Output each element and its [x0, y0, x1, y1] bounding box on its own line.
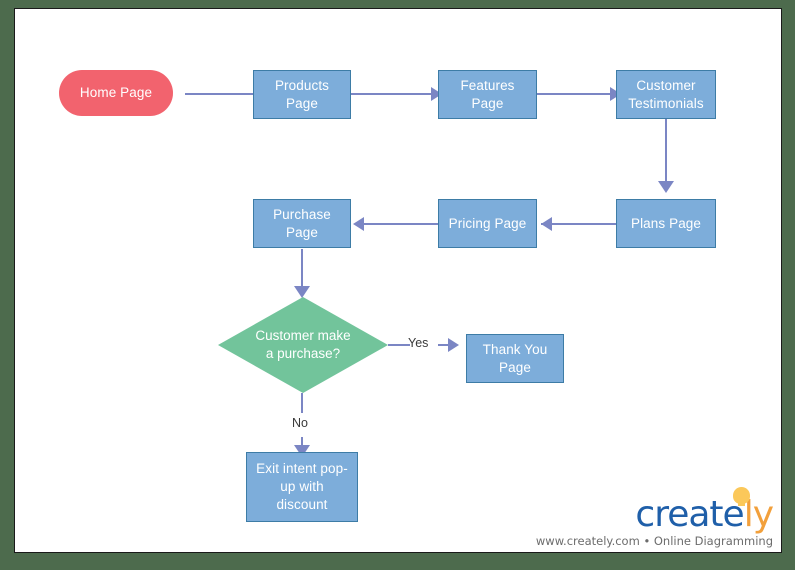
connector-decision-to-thankyou [388, 344, 410, 346]
node-purchase-page[interactable]: Purchase Page [253, 199, 351, 248]
node-home-page[interactable]: Home Page [59, 70, 173, 116]
node-customer-testimonials[interactable]: Customer Testimonials [616, 70, 716, 119]
creately-tagline: www.creately.com • Online Diagramming [535, 534, 773, 548]
node-pricing-page[interactable]: Pricing Page [438, 199, 537, 248]
node-home-page-label: Home Page [79, 85, 153, 100]
connector-plans-to-pricing [541, 223, 627, 225]
node-decision-customer-purchase[interactable]: Customer make a purchase? [218, 297, 388, 393]
lightbulb-icon [733, 487, 750, 507]
node-products-page[interactable]: Products Page [253, 70, 351, 119]
connector-features-to-testimonials [537, 93, 613, 95]
node-customer-testimonials-label-line1: Customer [636, 77, 696, 93]
node-plans-page[interactable]: Plans Page [616, 199, 716, 248]
connector-testimonials-to-plans [665, 111, 667, 187]
connector-yes-to-thankyou [438, 344, 453, 346]
node-products-page-label-line2: Page [286, 95, 318, 111]
node-thank-you-page-label-line1: Thank You [482, 341, 548, 357]
edge-label-yes: Yes [408, 336, 429, 350]
arrow-features-to-testimonials [610, 87, 621, 101]
logo-text-create: create [635, 494, 744, 535]
arrow-plans-to-pricing [541, 217, 552, 231]
connector-no-to-exitintent [301, 437, 303, 451]
node-exit-intent-popup[interactable]: Exit intent pop-up with discount [246, 452, 358, 522]
node-features-page-label-line2: Page [471, 95, 504, 111]
node-features-page[interactable]: Features Page [438, 70, 537, 119]
arrow-purchase-to-decision [294, 286, 310, 298]
arrow-products-to-features [431, 87, 442, 101]
diamond-shape [218, 297, 388, 393]
node-exit-intent-popup-label: Exit intent pop-up with discount [256, 461, 348, 512]
node-customer-testimonials-label-line2: Testimonials [628, 95, 704, 111]
connector-purchase-to-decision [301, 249, 303, 295]
node-pricing-page-label: Pricing Page [448, 215, 527, 231]
arrow-testimonials-to-plans [658, 181, 674, 193]
node-features-page-label-line1: Features [460, 77, 515, 93]
node-products-page-label-line1: Products [274, 77, 330, 93]
connector-pricing-to-purchase [363, 223, 451, 225]
connector-products-to-features [351, 93, 435, 95]
edge-label-no: No [292, 416, 308, 430]
diagram-canvas: Yes No Home Page Products Page Features … [14, 8, 782, 553]
connector-home-to-products [185, 93, 257, 95]
node-decision-label: Customer make a purchase? [255, 328, 351, 361]
logo-text-ly: ly [743, 494, 774, 535]
connector-decision-to-exitintent [301, 393, 303, 413]
arrow-pricing-to-purchase [353, 217, 364, 231]
node-plans-page-label: Plans Page [630, 215, 702, 231]
node-purchase-page-label-line1: Purchase [273, 206, 331, 222]
node-purchase-page-label-line2: Page [286, 224, 318, 240]
arrow-decision-to-thankyou [448, 338, 459, 352]
node-thank-you-page-label-line2: Page [499, 359, 531, 375]
node-thank-you-page[interactable]: Thank You Page [466, 334, 564, 383]
